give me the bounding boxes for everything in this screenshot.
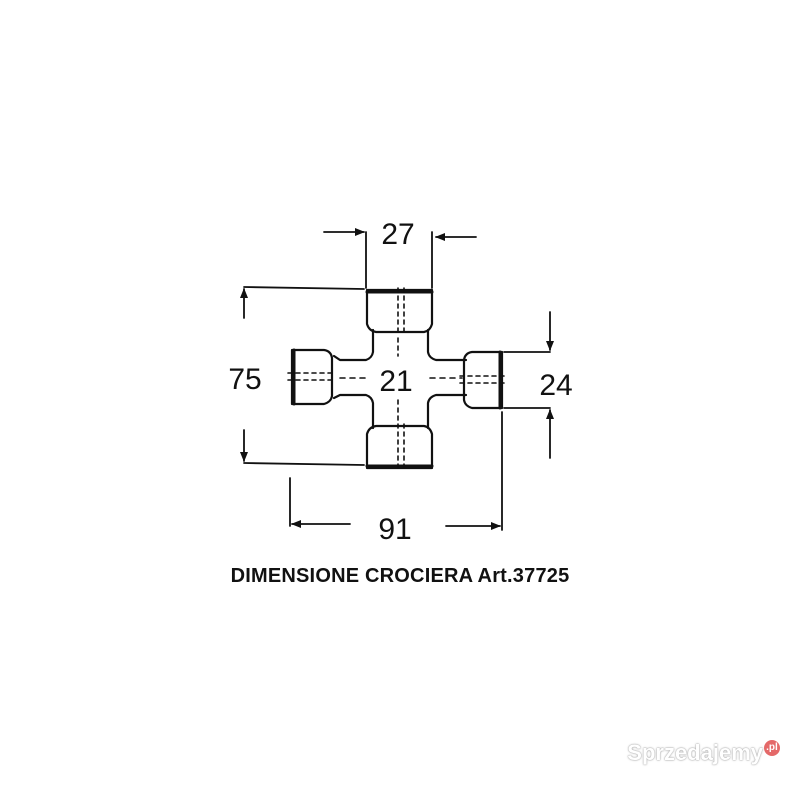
right-cap bbox=[459, 350, 507, 410]
dimension-total-width bbox=[289, 411, 503, 531]
watermark-name: Sprzedajemy bbox=[627, 740, 763, 765]
dimension-total-height bbox=[240, 286, 365, 466]
caption: DIMENSIONE CROCIERA Art.37725 bbox=[230, 565, 570, 587]
watermark-logo: Sprzedajemy.pl bbox=[627, 740, 780, 766]
top-cap bbox=[365, 287, 434, 334]
label-total-height: 75 bbox=[228, 363, 261, 396]
label-center-diameter: 21 bbox=[379, 365, 412, 398]
label-total-width: 91 bbox=[378, 513, 411, 546]
left-cap bbox=[287, 348, 337, 406]
dimension-cap-diameter bbox=[503, 311, 554, 459]
watermark-tld: .pl bbox=[764, 740, 780, 756]
bottom-cap bbox=[365, 423, 434, 471]
label-cap-diameter: 24 bbox=[539, 369, 572, 402]
dimension-top-width bbox=[323, 228, 477, 289]
cross-body bbox=[332, 328, 468, 430]
label-top-width: 27 bbox=[381, 218, 414, 251]
